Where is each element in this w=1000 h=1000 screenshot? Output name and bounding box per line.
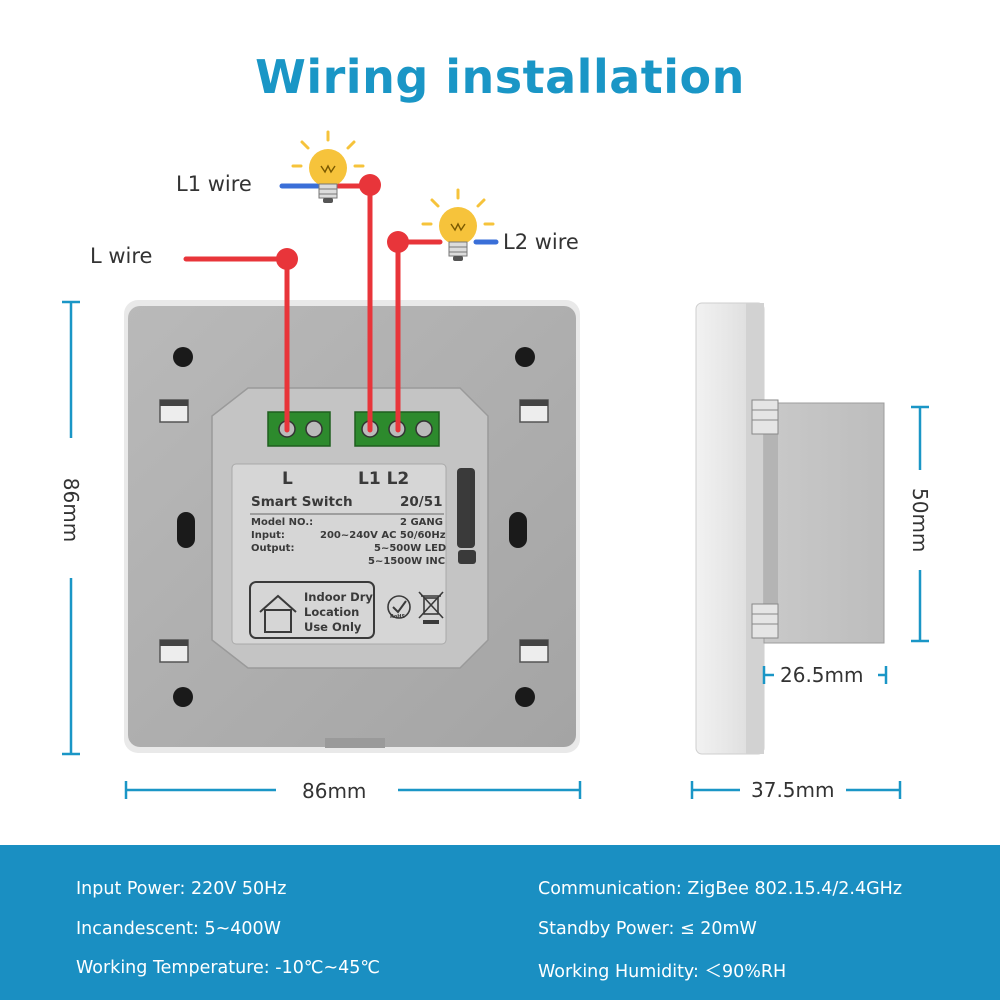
- wiring-diagram: [62, 130, 929, 799]
- plate-model-value: 2 GANG: [400, 517, 443, 528]
- dimension-lines: [62, 300, 929, 799]
- plate-output-led: 5~500W LED: [374, 543, 447, 554]
- mount-slot: [177, 512, 195, 548]
- indoor-dry-line3: Use Only: [304, 620, 362, 634]
- indoor-dry-line1: Indoor Dry: [304, 590, 373, 604]
- l1-wire-joint: [359, 174, 381, 196]
- rohs-icon: [387, 595, 411, 619]
- rohs-label: RoHS: [390, 614, 406, 620]
- dimension-width: 86mm: [302, 779, 367, 803]
- switch-module: [211, 387, 489, 669]
- light-bulb-icon: [421, 188, 495, 261]
- dimension-height: 86mm: [59, 477, 83, 543]
- terminal-label-l: L: [282, 469, 293, 489]
- plate-input-label: Input:: [251, 530, 285, 541]
- weee-bin-icon: [418, 591, 444, 624]
- side-clip: [751, 399, 779, 435]
- light-bulb-icon: [291, 130, 365, 203]
- spec-incandescent: Incandescent: 5~400W: [76, 919, 281, 939]
- plate-input-value: 200~240V AC 50/60Hz: [320, 530, 446, 541]
- terminal-label-l1l2: L1 L2: [358, 469, 410, 489]
- plate-output-label: Output:: [251, 543, 295, 554]
- page-title: Wiring installation: [255, 50, 745, 104]
- dimension-module-height: 50mm: [908, 488, 932, 553]
- screw-hole: [515, 687, 535, 707]
- l2-wire-joint: [387, 231, 409, 253]
- plate-name: Smart Switch: [251, 494, 353, 510]
- clip-slot: [519, 639, 549, 663]
- plate-model-label: Model NO.:: [251, 517, 314, 528]
- spec-working-humidity: Working Humidity: ＜90%RH: [538, 962, 787, 982]
- clip-slot: [159, 639, 189, 663]
- side-clip: [751, 603, 779, 639]
- screw-hole: [515, 347, 535, 367]
- mount-slot: [509, 512, 527, 548]
- clip-slot: [519, 399, 549, 423]
- indoor-dry-box: [249, 581, 375, 639]
- spec-standby-power: Standby Power: ≤ 20mW: [538, 919, 757, 939]
- spec-input-power: Input Power: 220V 50Hz: [76, 879, 287, 899]
- plate-code: 20/51: [400, 494, 443, 510]
- l2-wire-label: L2 wire: [503, 230, 579, 254]
- screw-hole: [173, 347, 193, 367]
- plate-output-inc: 5~1500W INC: [368, 556, 446, 567]
- spec-working-temperature: Working Temperature: -10℃~45℃: [76, 958, 381, 978]
- l-wire-joint: [276, 248, 298, 270]
- screw-hole: [173, 687, 193, 707]
- specs-panel: Input Power: 220V 50Hz Incandescent: 5~4…: [0, 845, 1000, 1000]
- side-view: [695, 302, 885, 755]
- dimension-total-depth: 37.5mm: [751, 778, 835, 802]
- clip-slot: [159, 399, 189, 423]
- spec-communication: Communication: ZigBee 802.15.4/2.4GHz: [538, 879, 903, 899]
- indoor-dry-line2: Location: [304, 605, 360, 619]
- dimension-module-depth: 26.5mm: [780, 663, 864, 687]
- l-wire-label: L wire: [90, 244, 153, 268]
- l1-wire-label: L1 wire: [176, 172, 252, 196]
- house-icon: [259, 594, 297, 633]
